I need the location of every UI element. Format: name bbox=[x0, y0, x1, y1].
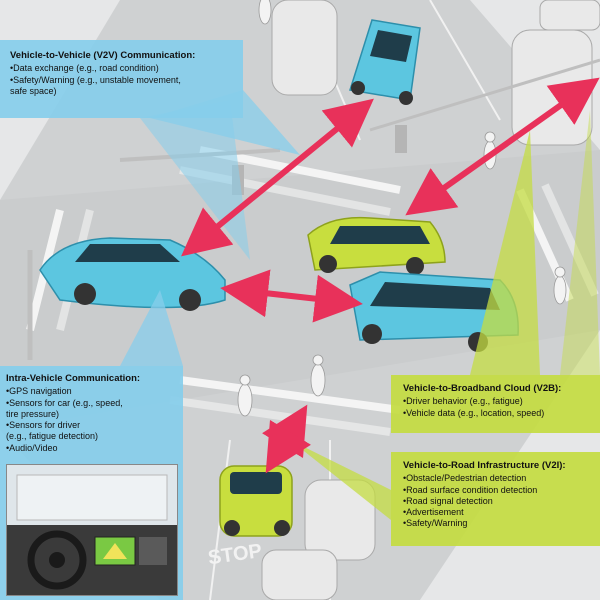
list-item: •Advertisement bbox=[403, 507, 464, 518]
callout-v2i: Vehicle-to-Road Infrastructure (V2I): •O… bbox=[391, 452, 600, 546]
callout-v2v-title: Vehicle-to-Vehicle (V2V) Communication: bbox=[10, 50, 196, 61]
car-blue-sedan bbox=[39, 237, 226, 311]
arrow-v2v-middle bbox=[220, 269, 363, 323]
list-item: •Data exchange (e.g., road condition) bbox=[10, 63, 159, 74]
list-item: •Obstacle/Pedestrian detection bbox=[403, 473, 527, 484]
list-item: •Driver behavior (e.g., fatigue) bbox=[403, 396, 523, 407]
callout-intra-list: •GPS navigation •Sensors for car (e.g., … bbox=[6, 386, 183, 454]
list-item: •Safety/Warning bbox=[403, 518, 468, 529]
list-item: •Sensors for driver (e.g., fatigue detec… bbox=[6, 420, 99, 442]
car-green-small bbox=[219, 465, 293, 537]
callout-v2b: Vehicle-to-Broadband Cloud (V2B): •Drive… bbox=[391, 375, 600, 433]
list-item: •Safety/Warning (e.g., unstable movement… bbox=[10, 74, 181, 96]
callout-v2v-list: •Data exchange (e.g., road condition) •S… bbox=[10, 63, 243, 97]
car-blue-wagon bbox=[349, 271, 519, 352]
list-item: •Road surface condition detection bbox=[403, 484, 538, 495]
callout-v2i-list: •Obstacle/Pedestrian detection •Road sur… bbox=[403, 473, 600, 529]
callout-v2v: Vehicle-to-Vehicle (V2V) Communication: … bbox=[0, 40, 243, 118]
car-dashboard-image bbox=[6, 464, 178, 596]
list-item: •Road signal detection bbox=[403, 495, 493, 506]
list-item: •Vehicle data (e.g., location, speed) bbox=[403, 407, 545, 418]
list-item: •Audio/Video bbox=[6, 442, 58, 453]
arrow-v2b bbox=[405, 77, 600, 216]
callout-intra-title: Intra-Vehicle Communication: bbox=[6, 373, 141, 384]
arrow-v2i bbox=[261, 404, 312, 474]
callout-v2b-list: •Driver behavior (e.g., fatigue) •Vehicl… bbox=[403, 396, 600, 419]
steering-wheel-icon bbox=[27, 530, 87, 590]
list-item: •Sensors for car (e.g., speed, tire pres… bbox=[6, 397, 123, 419]
list-item: •GPS navigation bbox=[6, 386, 72, 397]
communication-arrows bbox=[181, 77, 600, 474]
callout-v2b-title: Vehicle-to-Broadband Cloud (V2B): bbox=[403, 383, 562, 394]
arrow-v2v-top bbox=[181, 98, 374, 257]
callout-v2i-title: Vehicle-to-Road Infrastructure (V2I): bbox=[403, 460, 566, 471]
